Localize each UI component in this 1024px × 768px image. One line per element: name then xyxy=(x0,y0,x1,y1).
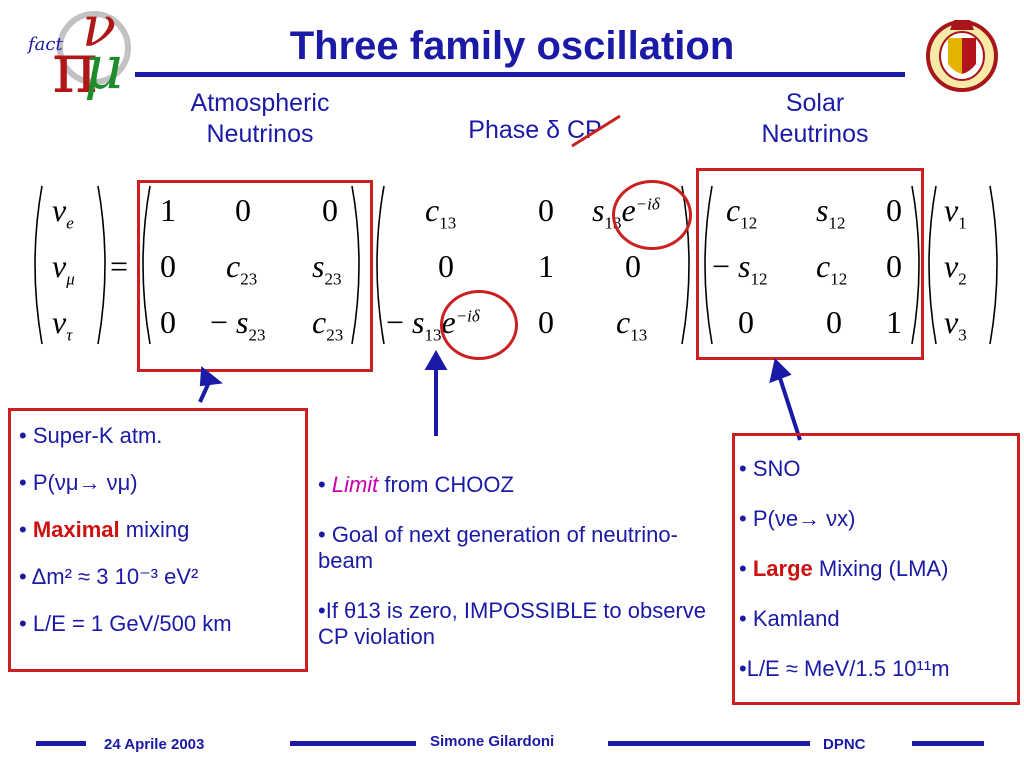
solar-heading-line1: Solar xyxy=(785,89,845,117)
m2-r3c3: c13 xyxy=(616,304,648,345)
m3-r3c3: 1 xyxy=(886,304,902,340)
solar-l-over-e-item: •L/E ≈ MeV/1.5 10¹¹m xyxy=(739,656,950,681)
limit-item: • Limit from CHOOZ xyxy=(318,472,514,497)
phase-circle-upper xyxy=(612,180,692,250)
m3-r1c3: 0 xyxy=(886,192,902,228)
m3-r1c1: c12 xyxy=(726,192,758,233)
m2-r3c2: 0 xyxy=(538,304,554,340)
m1-r2c2: c23 xyxy=(226,248,258,289)
maximal-mixing-item: • Maximal mixing xyxy=(19,517,190,542)
phase-info-text: • Limit from CHOOZ • Goal of next genera… xyxy=(318,472,718,650)
m2-r2c1: 0 xyxy=(438,248,454,284)
m1-r2c3: s23 xyxy=(312,248,342,289)
limit-label: Limit xyxy=(331,472,379,497)
footer-org: DPNC xyxy=(823,736,866,753)
superk-item: • Super-K atm. xyxy=(19,423,163,448)
solar-info-box: • SNO • P(νe→ νx) • Large Mixing (LMA) •… xyxy=(732,433,1020,705)
m1-r3c2: − s23 xyxy=(210,304,266,345)
footer-line-left xyxy=(36,741,86,746)
footer-line-mid-left xyxy=(290,741,416,746)
svg-text:π: π xyxy=(52,27,98,100)
mixing-matrix-equation: νe νμ ντ = 1 0 0 0 c23 s23 0 − s23 c23 c… xyxy=(0,178,1024,368)
solar-heading-line2: Neutrinos xyxy=(761,120,869,148)
footer-date: 24 Aprile 2003 xyxy=(104,736,205,753)
title-underline xyxy=(135,72,905,77)
large-label: Large xyxy=(752,556,813,581)
solar-heading: Solar Neutrinos xyxy=(720,88,910,150)
solar-matrix-box xyxy=(696,168,924,360)
atmospheric-heading-line2: Neutrinos xyxy=(206,120,314,148)
m1-r1c3: 0 xyxy=(322,192,338,228)
m3-r3c2: 0 xyxy=(826,304,842,340)
delta-m2-item: • Δm² ≈ 3 10⁻³ eV² xyxy=(19,564,199,589)
footer-line-right xyxy=(912,741,984,746)
phase-circle-lower xyxy=(440,290,518,360)
atmospheric-matrix-box xyxy=(137,180,373,372)
factory-logo: π ν μ fact xyxy=(22,0,142,109)
nu-2: ν2 xyxy=(944,248,967,289)
sno-item: • SNO xyxy=(739,456,801,481)
if-theta-item: •If θ13 is zero, IMPOSSIBLE to observe C… xyxy=(318,598,706,649)
footer-line-mid-right xyxy=(608,741,810,746)
lma-text: Mixing (LMA) xyxy=(812,556,949,581)
phase-heading-text: Phase δ CP xyxy=(468,116,602,144)
m1-r1c1: 1 xyxy=(160,192,176,228)
m1-r3c3: c23 xyxy=(312,304,344,345)
atmospheric-heading: Atmospheric Neutrinos xyxy=(150,88,370,150)
nu-3: ν3 xyxy=(944,304,967,345)
large-mixing-item: • Large Mixing (LMA) xyxy=(739,556,949,581)
nu-e: νe xyxy=(52,192,74,233)
atmospheric-heading-line1: Atmospheric xyxy=(190,89,330,117)
atmospheric-info-box: • Super-K atm. • P(νμ→ νμ) • Maximal mix… xyxy=(8,408,308,672)
nu-mu: νμ xyxy=(52,248,75,289)
m2-r2c2: 1 xyxy=(538,248,554,284)
kamland-item: • Kamland xyxy=(739,606,840,631)
logo-text: fact xyxy=(28,34,63,55)
m3-r2c1: − s12 xyxy=(712,248,768,289)
mixing-text: mixing xyxy=(119,517,190,542)
svg-text:μ: μ xyxy=(84,33,123,100)
footer-author: Simone Gilardoni xyxy=(430,733,555,750)
m3-r2c3: 0 xyxy=(886,248,902,284)
goal-item: • Goal of next generation of neutrino-be… xyxy=(318,522,678,573)
equals-sign: = xyxy=(110,248,129,284)
prob-ex-item: • P(νe→ νx) xyxy=(739,506,856,531)
limit-rest: from CHOOZ xyxy=(378,472,514,497)
slide-title: Three family oscillation xyxy=(289,24,735,68)
university-seal-icon xyxy=(924,12,1000,92)
strikethrough-mark xyxy=(571,114,621,148)
phase-heading: Phase δ CP xyxy=(430,115,640,146)
nu-1: ν1 xyxy=(944,192,967,233)
m1-r2c1: 0 xyxy=(160,248,176,284)
l-over-e-item: • L/E = 1 GeV/500 km xyxy=(19,611,232,636)
m2-r1c1: c13 xyxy=(425,192,457,233)
maximal-label: Maximal xyxy=(32,517,120,542)
svg-text:ν: ν xyxy=(82,4,116,60)
m1-r1c2: 0 xyxy=(235,192,251,228)
m3-r1c2: s12 xyxy=(816,192,846,233)
m2-r1c2: 0 xyxy=(538,192,554,228)
m3-r2c2: c12 xyxy=(816,248,848,289)
prob-mumu-item: • P(νμ→ νμ) xyxy=(19,470,138,495)
m1-r3c1: 0 xyxy=(160,304,176,340)
m3-r3c1: 0 xyxy=(738,304,754,340)
nu-tau: ντ xyxy=(52,304,73,345)
m2-r2c3: 0 xyxy=(625,248,641,284)
